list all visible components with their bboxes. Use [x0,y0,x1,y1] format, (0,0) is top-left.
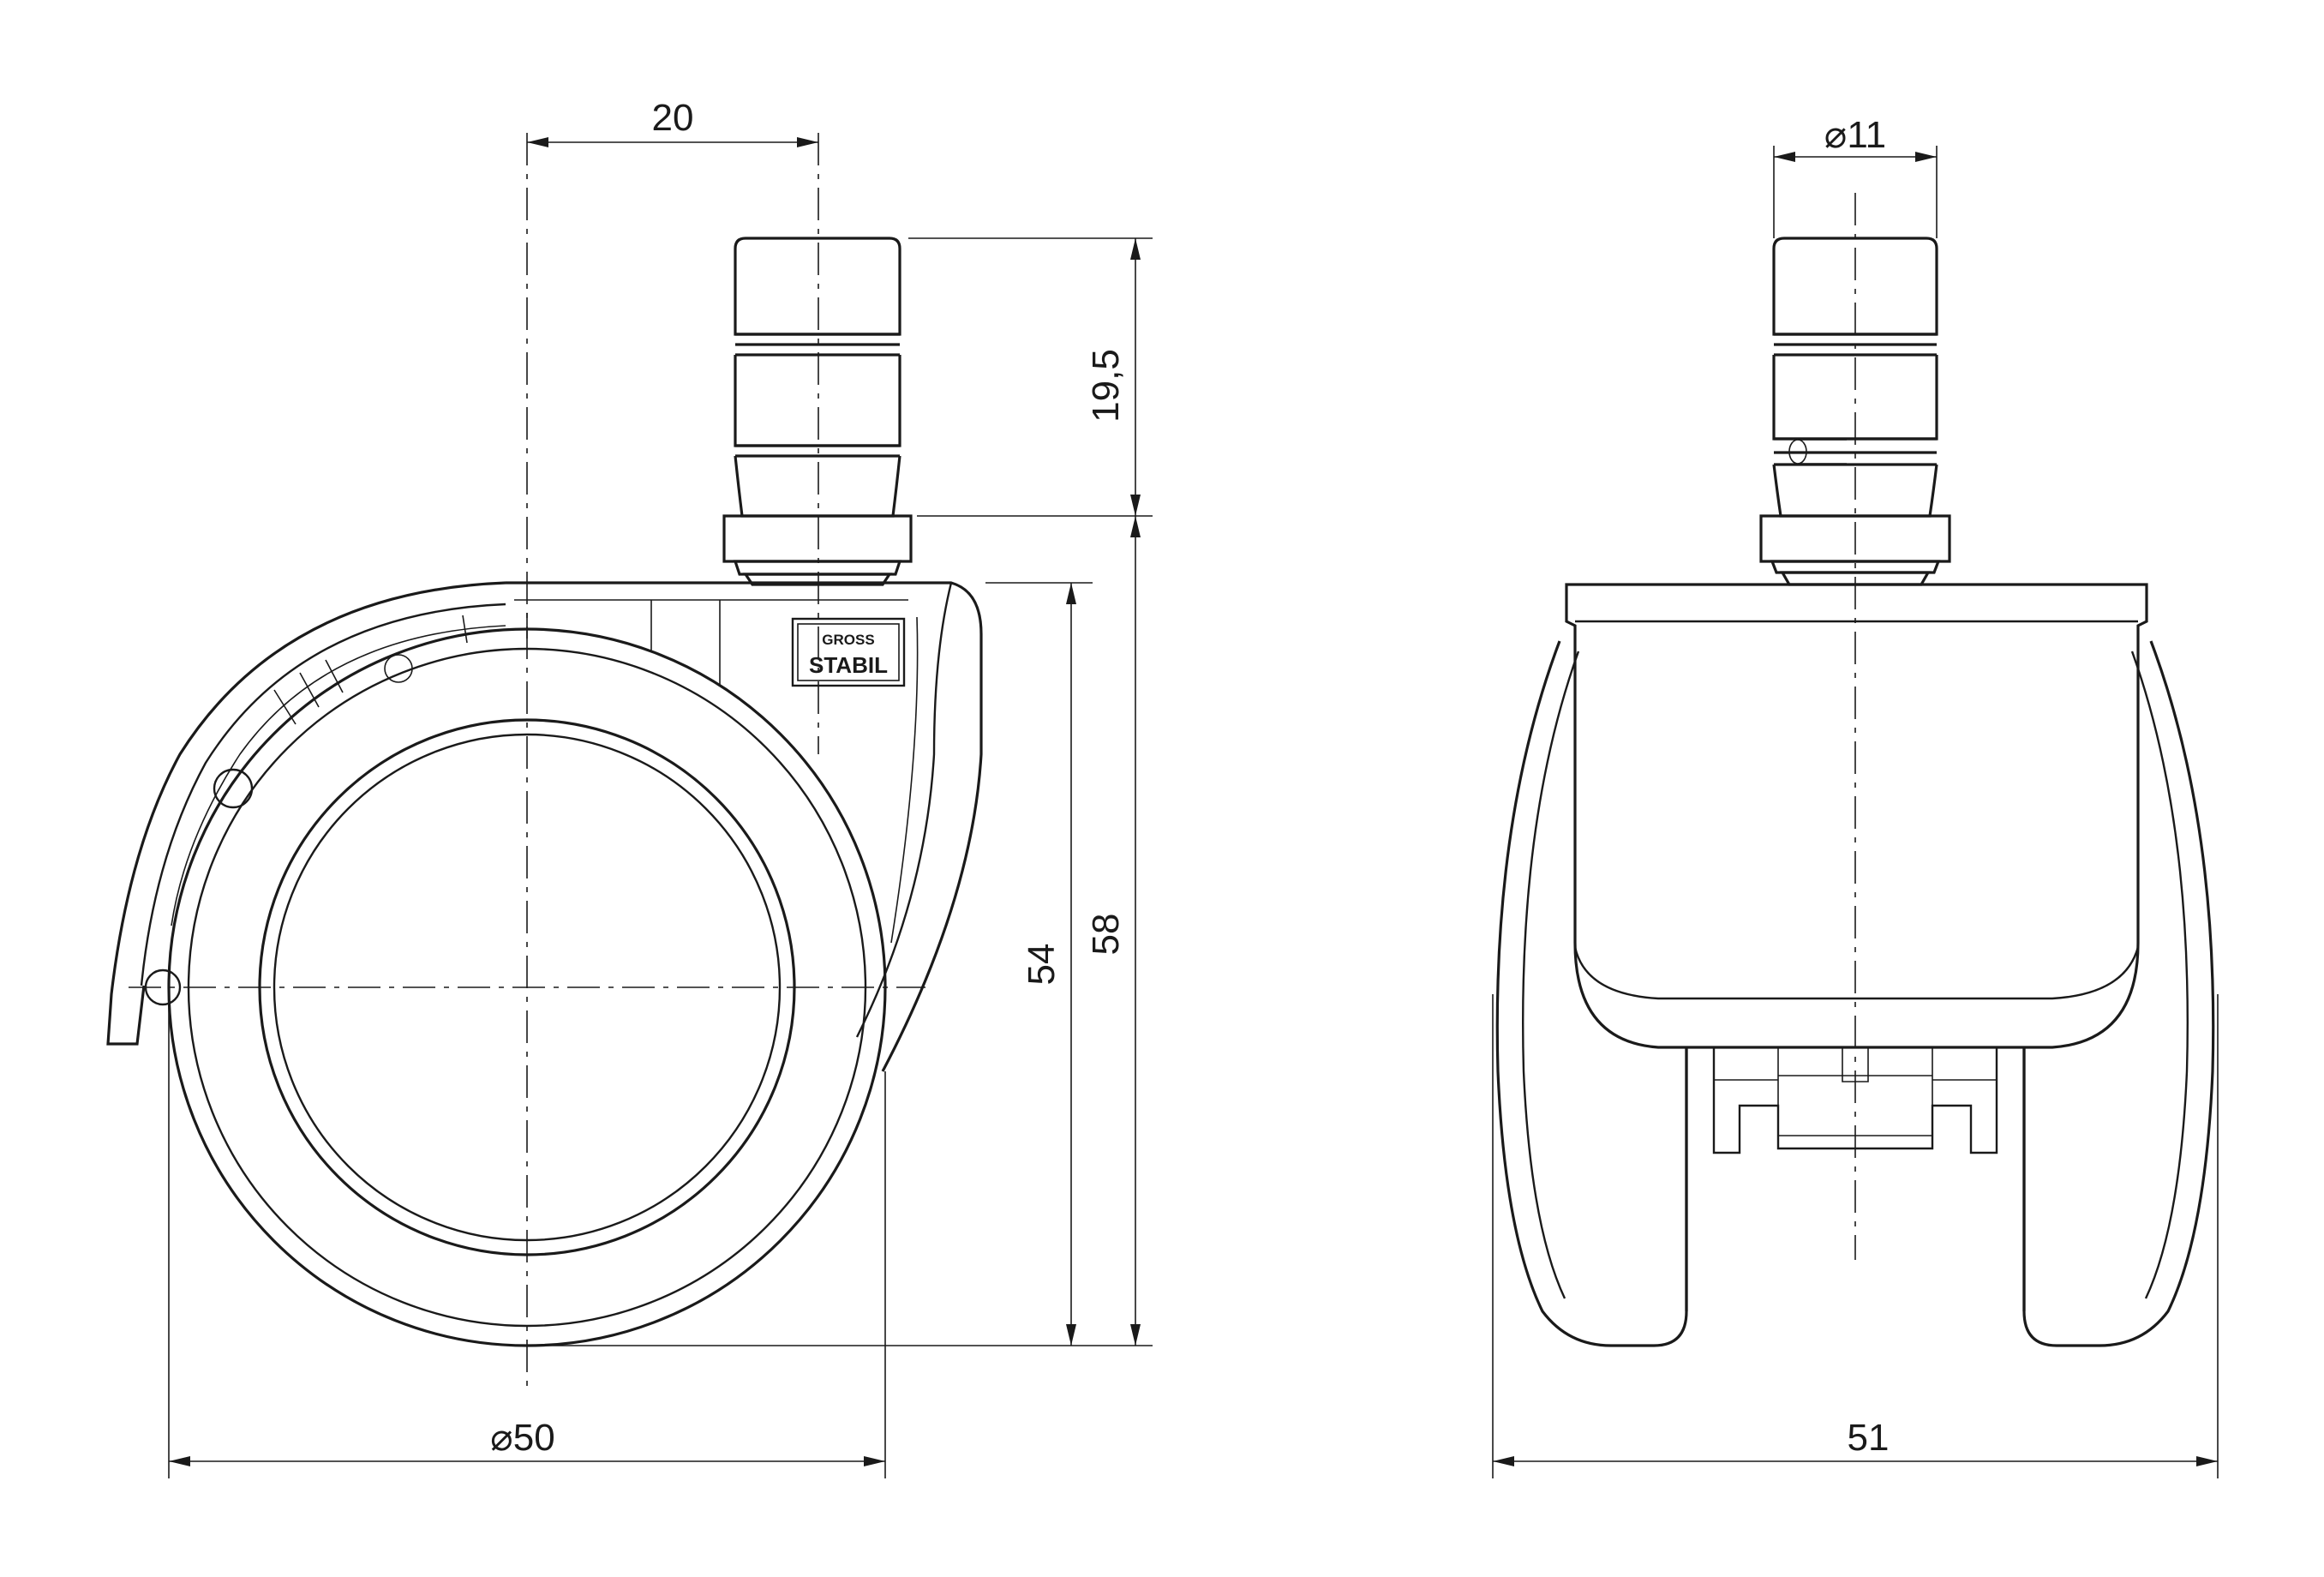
dim-wheel-diameter-label: ⌀50 [490,1417,554,1459]
dim-height-inner-label: 54 [1021,944,1063,986]
dim-side-wheel-diameter: ⌀50 [168,994,886,1478]
dim-front-stem-diameter: ⌀11 [1773,114,1938,238]
dim-side-stem-height: 19,5 [908,237,1153,517]
side-housing [106,581,983,1072]
dim-height-total-label: 58 [1085,914,1127,956]
front-axle-bracket [1712,1047,1998,1154]
dim-front-width: 51 [1492,994,2219,1478]
front-stem [1759,237,1951,586]
front-housing [1565,583,2148,1049]
dim-top-label: 20 [652,97,694,139]
side-view: GROSS STABIL 20 [106,97,1153,1478]
front-view: ⌀11 51 [1492,114,2219,1478]
dim-side-height-inner: 54 [985,582,1093,1346]
front-wheels [1495,640,2215,1347]
dim-width-label: 51 [1848,1417,1890,1459]
dim-side-top: 20 [527,97,818,147]
logo-text-bottom: STABIL [809,652,888,678]
dim-stem-diameter-label: ⌀11 [1824,114,1886,156]
dim-stem-height-label: 19,5 [1085,349,1127,423]
side-centerlines [129,133,925,1388]
side-stem [722,237,913,586]
dim-side-height-total: 58 [527,516,1153,1346]
gross-stabil-logo: GROSS STABIL [791,617,906,687]
logo-text-top: GROSS [822,632,874,648]
